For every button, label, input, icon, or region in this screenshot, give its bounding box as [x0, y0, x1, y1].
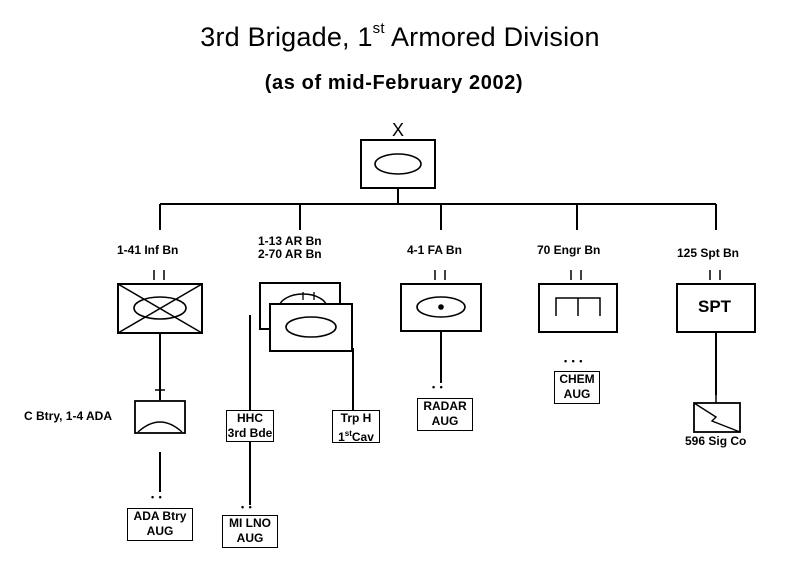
- inf-bn-label: 1-41 Inf Bn: [117, 243, 179, 257]
- armor-oval-icon: [374, 153, 422, 175]
- milno-echelon-mark: • •: [241, 502, 253, 512]
- ar-bn-symbol-front: [269, 303, 353, 352]
- radar-box: RADAR AUG: [417, 398, 473, 431]
- radar-echelon-mark: • •: [432, 382, 444, 392]
- chem-echelon-mark: • • •: [564, 356, 584, 366]
- spt-symbol-text: SPT: [698, 297, 732, 316]
- fa-bn-label: 4-1 FA Bn: [407, 243, 462, 257]
- chart-subtitle: (as of mid-February 2002): [264, 72, 524, 94]
- chart-title: 3rd Brigade, 1st Armored Division: [200, 20, 600, 52]
- spt-bn-symbol: [676, 283, 756, 333]
- spt-bn-label: 125 Spt Bn: [677, 246, 740, 260]
- brigade-hq-symbol: [360, 139, 436, 189]
- hq-echelon-mark: X: [392, 120, 404, 140]
- fa-bn-symbol: [400, 283, 482, 332]
- ada-bty-symbol: [134, 386, 186, 434]
- inf-bn-symbol: [117, 283, 203, 334]
- milno-box: MI LNO AUG: [222, 515, 278, 548]
- hhc-box: HHC 3rd Bde: [226, 410, 274, 442]
- ada-bty-label: C Btry, 1-4 ADA: [24, 409, 113, 423]
- ar-bn-label: 1-13 AR Bn 2-70 AR Bn: [258, 234, 322, 261]
- ada-aug-box: ADA Btry AUG: [127, 508, 193, 541]
- sig-co-label: 596 Sig Co: [685, 434, 747, 448]
- sig-co-symbol: [693, 395, 741, 433]
- ada-aug-echelon-mark: • •: [151, 492, 163, 502]
- trp-box: Trp H 1stCav: [332, 410, 380, 444]
- chem-box: CHEM AUG: [554, 371, 600, 404]
- engr-bn-label: 70 Engr Bn: [537, 243, 601, 257]
- engr-bn-symbol: [538, 283, 618, 333]
